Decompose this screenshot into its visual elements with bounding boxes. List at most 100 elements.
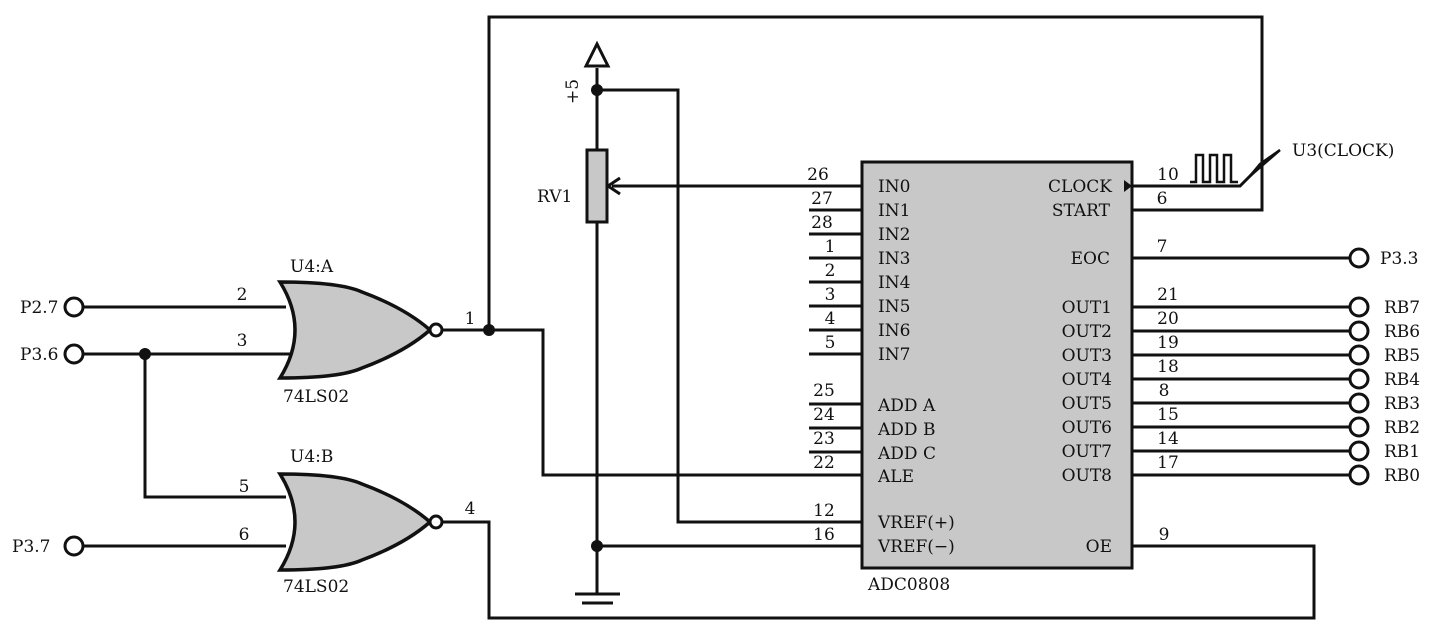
input-p36: P3.6 (20, 345, 58, 365)
potentiometer (585, 148, 609, 224)
pin-name: IN4 (878, 273, 910, 293)
gate-b-out: 4 (465, 499, 476, 519)
input-terminals (63, 296, 85, 557)
pin-num: 26 (807, 165, 829, 185)
pin-name: ADD A (877, 396, 936, 416)
pot-name: RV1 (537, 187, 572, 207)
output-label: RB5 (1384, 346, 1420, 366)
pin-name: EOC (1071, 249, 1110, 269)
clock-flag (1249, 148, 1281, 177)
gate-a-part: 74LS02 (283, 387, 349, 407)
pin-name: IN5 (878, 297, 910, 317)
adc-chip-body (860, 160, 1134, 570)
pin-num: 15 (1157, 405, 1179, 425)
pin-num: 23 (813, 429, 835, 449)
gate-b-part: 74LS02 (283, 577, 349, 597)
gate-a-out: 1 (465, 309, 476, 329)
wire-ale (443, 328, 862, 477)
pin-name: OUT6 (1062, 418, 1112, 438)
pin-name: IN6 (878, 321, 910, 341)
supply-label: +5 (563, 79, 583, 104)
pin-name: OUT5 (1062, 394, 1112, 414)
pin-num: 25 (813, 381, 835, 401)
pin-num: 9 (1159, 525, 1170, 545)
pin-name: IN0 (878, 177, 910, 197)
pin-name: OUT8 (1062, 466, 1112, 486)
pin-name: ADD C (877, 444, 936, 464)
pin-name: IN3 (878, 249, 910, 269)
pin-name: VREF(+) (877, 513, 955, 533)
gate-a-name: U4:A (290, 257, 334, 277)
pin-num: 19 (1157, 333, 1179, 353)
wire-start-loop (487, 15, 1264, 330)
input-p27: P2.7 (20, 298, 58, 318)
wire-supply-vref (597, 88, 862, 524)
output-label: RB6 (1384, 322, 1420, 342)
clock-waveform (1190, 153, 1238, 184)
output-label: RB2 (1384, 418, 1420, 438)
gate-b-in1: 5 (239, 477, 250, 497)
wires (83, 15, 1316, 620)
pin-name: OE (1086, 537, 1112, 557)
pin-name: ADD B (877, 420, 935, 440)
pin-num: 2 (825, 261, 836, 281)
pin-num: 21 (1157, 285, 1179, 305)
output-lines (1132, 256, 1350, 477)
chip-right-pins: 10 CLOCK 6 START 7 EOC 21 OUT1 20 OUT2 1… (1048, 165, 1179, 557)
chip-name: ADC0808 (867, 575, 950, 595)
input-p37: P3.7 (12, 537, 50, 557)
pin-name: IN1 (878, 201, 910, 221)
wire-oe (443, 520, 1316, 620)
pin-num: 14 (1157, 429, 1179, 449)
pin-num: 18 (1157, 357, 1179, 377)
pin-name: START (1052, 201, 1111, 221)
clock-pin-marker (1124, 180, 1132, 192)
pin-num: 24 (813, 405, 835, 425)
pin-name: OUT3 (1062, 346, 1112, 366)
pin-name: CLOCK (1048, 177, 1112, 197)
input-stubs (809, 208, 862, 454)
pin-num: 12 (813, 501, 835, 521)
pin-name: IN7 (878, 345, 910, 365)
clock-name: U3(CLOCK) (1292, 141, 1394, 161)
pin-num: 1 (825, 237, 836, 257)
output-terminals (1348, 247, 1370, 486)
pin-name: ALE (877, 467, 914, 487)
junction-dots (139, 84, 603, 552)
gate-a-in1: 2 (237, 285, 248, 305)
chip-left-pins: 26 IN0 27 IN1 28 IN2 1 IN3 2 IN4 3 IN5 4… (807, 165, 955, 557)
gate-b-name: U4:B (290, 447, 333, 467)
pin-name: OUT1 (1062, 298, 1112, 318)
pin-num: 20 (1157, 309, 1179, 329)
output-label: RB4 (1384, 370, 1420, 390)
output-label: RB0 (1384, 466, 1420, 486)
wire-ground (575, 592, 620, 605)
output-label: RB1 (1384, 442, 1420, 462)
nor-gate-b (276, 472, 444, 572)
pin-name: OUT4 (1062, 370, 1112, 390)
gate-b-in2: 6 (239, 525, 250, 545)
pin-num: 7 (1157, 237, 1168, 257)
pin-num: 27 (811, 189, 833, 209)
gate-a-in2: 3 (237, 331, 248, 351)
pin-num: 22 (813, 453, 835, 473)
pin-num: 5 (825, 333, 836, 353)
pin-num: 8 (1159, 381, 1170, 401)
supply-arrow (583, 40, 611, 68)
pin-num: 3 (825, 285, 836, 305)
pin-num: 16 (813, 525, 835, 545)
gate-b-labels: U4:B 74LS02 5 6 4 (239, 447, 476, 597)
output-label: RB7 (1384, 298, 1420, 318)
input-labels: P2.7 P3.6 P3.7 (12, 298, 58, 557)
pot-wiper-arrow (605, 176, 621, 196)
pin-name: VREF(−) (877, 537, 955, 557)
pin-name: OUT2 (1062, 322, 1112, 342)
gate-a-labels: U4:A 74LS02 2 3 1 (237, 257, 476, 407)
pin-num: 17 (1157, 453, 1179, 473)
pin-num: 4 (825, 309, 836, 329)
pin-num: 10 (1157, 165, 1179, 185)
output-labels: P3.3 RB7 RB6 RB5 RB4 RB3 RB2 RB1 RB0 (1380, 249, 1420, 486)
nor-gate-a (276, 280, 444, 380)
pin-name: OUT7 (1062, 442, 1112, 462)
